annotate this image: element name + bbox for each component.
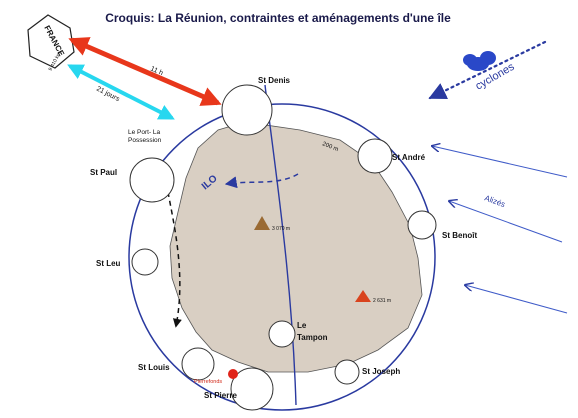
- le-tampon-label-line1: Le: [297, 321, 307, 330]
- st-louis-circle: [181, 347, 215, 381]
- piton-des-neiges-peak: [254, 216, 270, 230]
- le-port-label-line1: Le Port- La: [128, 129, 161, 136]
- pierrefonds-airport: [228, 369, 238, 379]
- piton-des-neiges-altitude: 3 070 m: [272, 226, 290, 232]
- st-denis-label: St Denis: [258, 76, 291, 85]
- st-leu-label: St Leu: [96, 259, 121, 268]
- st-paul-circle: [129, 157, 175, 203]
- st-paul-label: St Paul: [90, 168, 117, 177]
- st-louis-label: St Louis: [138, 363, 170, 372]
- sea-route-arrow: [67, 64, 175, 120]
- st-benoit-circle: [407, 210, 437, 240]
- st-pierre-label: St Pierre: [204, 391, 237, 400]
- st-benoit-label: St Benoît: [442, 231, 477, 240]
- st-andre-circle: [357, 138, 393, 174]
- contour-label: 200 m: [321, 141, 339, 153]
- alizes-arrow-3: [465, 285, 568, 314]
- st-joseph-circle: [334, 359, 360, 385]
- flight-route-arrow: [68, 37, 222, 106]
- france-hexagon: FRANCE 9 410 km: [27, 14, 75, 72]
- st-leu-circle: [131, 248, 159, 276]
- alizes-arrow-2: [449, 201, 563, 243]
- pierrefonds-label: Pierrefonds: [194, 379, 222, 385]
- alizes-arrow-1: [432, 146, 568, 178]
- le-tampon-circle: [268, 320, 296, 348]
- ilo-transfer-arrow: [224, 173, 299, 189]
- st-joseph-label: St Joseph: [362, 367, 400, 376]
- st-pierre-circle: [230, 367, 274, 411]
- map-title: Croquis: La Réunion, contraintes et amén…: [105, 11, 451, 25]
- cyclone-cloud-icon: [463, 51, 496, 71]
- coastal-ring: [128, 103, 436, 411]
- cyclone-track-arrow: [428, 40, 547, 100]
- st-denis-circle: [221, 84, 273, 136]
- le-tampon-label-line2: Tampon: [297, 333, 328, 342]
- le-port-label-line2: Possession: [128, 137, 162, 144]
- alizes-label: Alizés: [483, 193, 506, 209]
- west-coast-road-arrow: [167, 191, 182, 328]
- piton-fournaise-peak: [355, 290, 371, 302]
- st-andre-label: St André: [392, 153, 426, 162]
- piton-fournaise-altitude: 2 631 m: [373, 298, 391, 304]
